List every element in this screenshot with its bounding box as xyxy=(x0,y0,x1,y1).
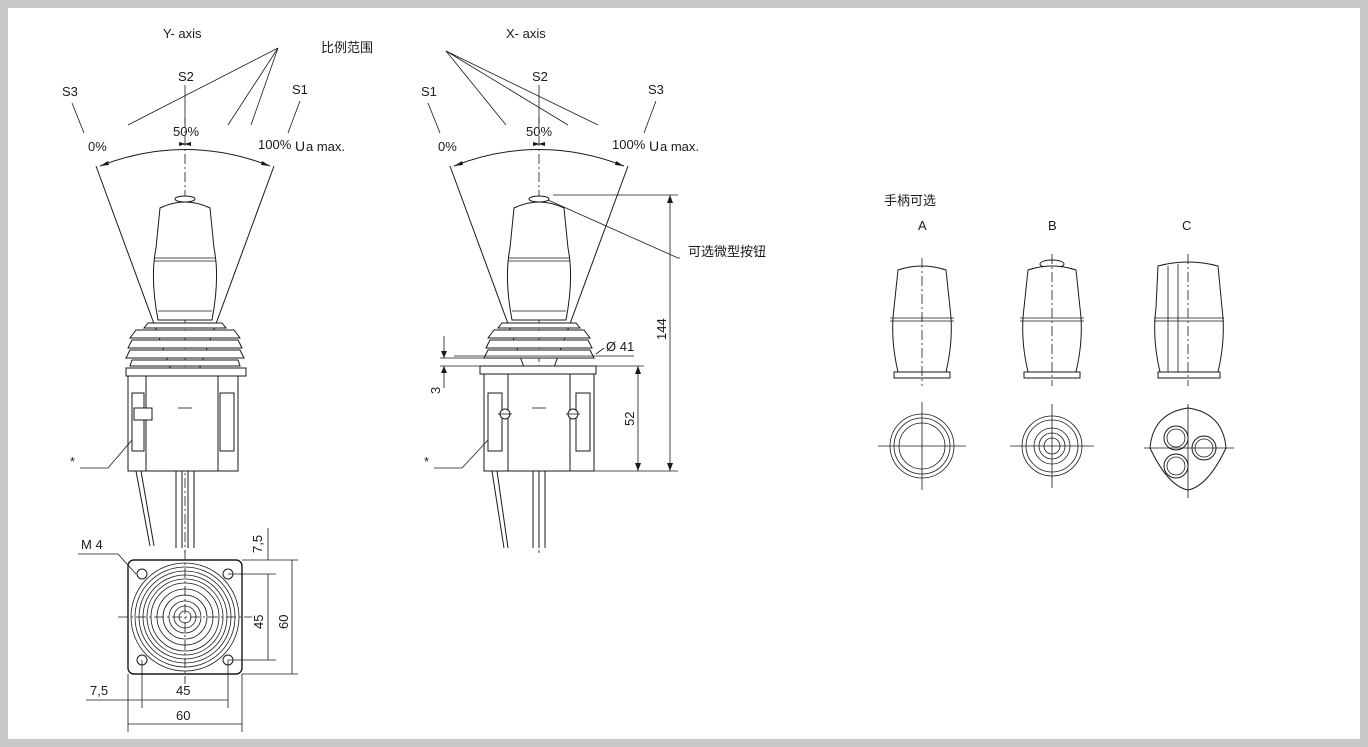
dim-144-label: 144 xyxy=(654,318,669,340)
dim-45-vertical: 45 xyxy=(251,615,266,629)
dim-7-5-vertical: 7,5 xyxy=(250,535,265,553)
s3-label-y: S3 xyxy=(62,84,78,99)
dim-60-horizontal: 60 xyxy=(176,708,190,723)
handle-c-label: C xyxy=(1182,218,1191,233)
handle-b-label: B xyxy=(1048,218,1057,233)
handle-options: 手柄可选 A B C xyxy=(878,193,1234,498)
proportional-range-label: 比例范围 xyxy=(321,40,373,55)
ua-max-y: a max. xyxy=(306,139,345,154)
s3-label-x: S3 xyxy=(648,82,664,97)
dim-3-label: 3 xyxy=(428,387,443,394)
thread-label: M 4 xyxy=(81,537,103,552)
asterisk-x: * xyxy=(424,454,429,469)
s1-label-x: S1 xyxy=(421,84,437,99)
pct-50-y: 50% xyxy=(173,124,199,139)
pct-100-x: 100% xyxy=(612,137,646,152)
asterisk-y: * xyxy=(70,454,75,469)
diameter-label: Ø 41 xyxy=(606,339,634,354)
dim-52-label: 52 xyxy=(622,412,637,426)
pct-100-y: 100% xyxy=(258,137,292,152)
ua-u-y: U xyxy=(295,138,305,154)
dim-7-5-horizontal: 7,5 xyxy=(90,683,108,698)
handle-a-drawing xyxy=(878,258,966,490)
s2-label-x: S2 xyxy=(532,69,548,84)
x-axis-view: X- axis S2 S1 S3 0% 50% 100% U a max. xyxy=(421,26,766,553)
technical-drawing: Y- axis 比例范围 S2 S3 S1 0% 50% 100% U a ma… xyxy=(62,26,1234,732)
handle-a-label: A xyxy=(918,218,927,233)
s1-label-y: S1 xyxy=(292,82,308,97)
y-axis-view: Y- axis 比例范围 S2 S3 S1 0% 50% 100% U a ma… xyxy=(62,26,373,553)
ua-max-x: a max. xyxy=(660,139,699,154)
plan-view: M 4 7,5 45 60 xyxy=(78,528,298,732)
handle-options-title: 手柄可选 xyxy=(884,193,936,208)
handle-b-drawing xyxy=(1010,254,1094,488)
ua-u-x: U xyxy=(649,138,659,154)
pct-0-y: 0% xyxy=(88,139,107,154)
x-axis-label: X- axis xyxy=(506,26,546,41)
dim-45-horizontal: 45 xyxy=(176,683,190,698)
dim-60-vertical: 60 xyxy=(276,615,291,629)
s2-label-y: S2 xyxy=(178,69,194,84)
handle-c-drawing xyxy=(1144,254,1234,498)
drawing-frame: Y- axis 比例范围 S2 S3 S1 0% 50% 100% U a ma… xyxy=(8,8,1360,739)
y-axis-label: Y- axis xyxy=(163,26,202,41)
optional-button-label: 可选微型按钮 xyxy=(688,244,766,259)
pct-0-x: 0% xyxy=(438,139,457,154)
